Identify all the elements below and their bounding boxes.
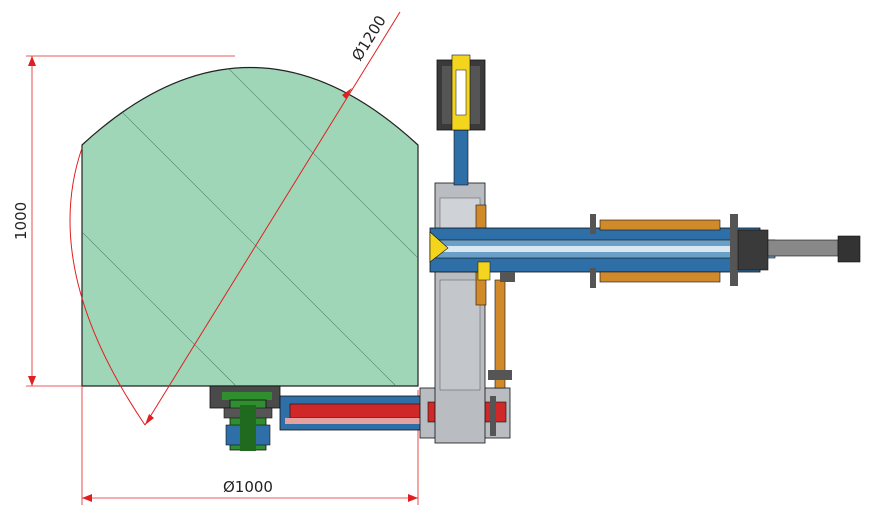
diameter-1200-leader	[144, 11, 401, 426]
vessel-body	[81, 67, 419, 387]
height-dim-arrow-top	[28, 56, 36, 66]
horizontal-manipulator	[429, 214, 861, 288]
diameter-1200-arrow-top	[342, 88, 352, 99]
diameter-1200-arrow	[145, 414, 154, 425]
bottom-dim-arrow-right	[408, 494, 418, 502]
height-label: 1000	[12, 202, 30, 240]
bottom-diameter-label: Ø1000	[223, 478, 273, 496]
height-dim-arrow-bottom	[28, 376, 36, 386]
top-actuator	[436, 54, 486, 186]
diameter-1200-arc	[69, 147, 146, 426]
bottom-flange-assembly	[209, 385, 281, 451]
bottom-dim-arrow-left	[82, 494, 92, 502]
